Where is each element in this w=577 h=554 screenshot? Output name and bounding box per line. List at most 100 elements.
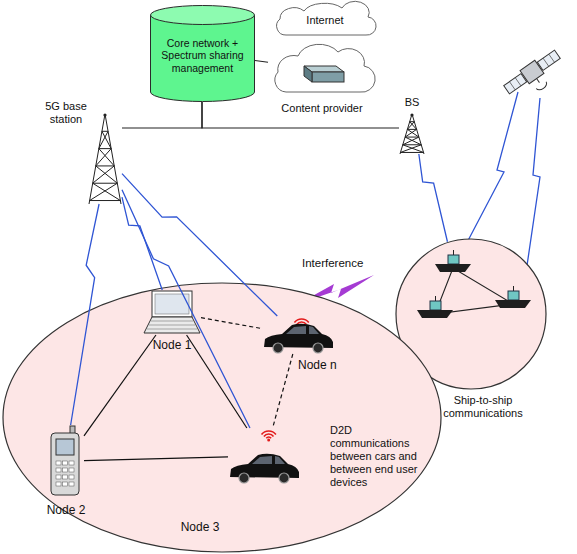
satellite-link <box>462 92 518 252</box>
wifi-arc <box>262 431 276 435</box>
car-window <box>286 326 306 334</box>
phone-key <box>69 468 74 472</box>
ship-cabin <box>430 301 441 310</box>
phone-key <box>69 482 74 486</box>
phone-key <box>56 468 61 472</box>
satellite-body <box>520 60 544 83</box>
satellite <box>502 48 569 106</box>
phone-key <box>63 475 68 479</box>
phone-key <box>63 461 68 465</box>
ellipse-outline <box>3 283 441 552</box>
node-label: 5G base station <box>38 100 94 126</box>
ship-cabin <box>508 291 519 300</box>
wireless-link <box>71 204 99 425</box>
cloud-outline <box>275 44 375 92</box>
d2d-ellipse: D2D communications between cars and betw… <box>2 282 442 553</box>
phone-key <box>56 482 61 486</box>
phone-key <box>63 482 68 486</box>
node-label: Internet <box>270 14 380 27</box>
solar-panel <box>504 74 527 94</box>
d2d-link <box>84 457 228 461</box>
solar-panel <box>537 50 560 70</box>
wireless-link <box>122 174 277 316</box>
wireless-link <box>122 190 250 428</box>
network-link <box>255 61 268 63</box>
content-provider-router-outline <box>268 42 376 97</box>
internet-cloud: Internet <box>270 3 380 38</box>
node-label: Node n <box>298 358 348 372</box>
node-label: Content provider <box>258 102 386 115</box>
node-label: Node 1 <box>137 338 207 352</box>
phone-key <box>69 461 74 465</box>
car-wheel <box>273 343 283 353</box>
ship-mast <box>453 250 454 255</box>
node-label: D2D communications between cars and betw… <box>330 424 434 489</box>
d2d-link <box>201 318 262 329</box>
cylinder-body <box>151 15 255 102</box>
wireless-link <box>122 197 162 290</box>
content-provider-router: Content provider <box>268 42 376 97</box>
d2d-link <box>273 354 293 428</box>
node-label: BS <box>394 96 430 109</box>
core-network-cylinder: Core network + Spectrum sharing manageme… <box>150 5 255 102</box>
car-node-outline <box>228 428 302 484</box>
ship-hull <box>417 310 453 318</box>
wifi-arc <box>294 319 308 323</box>
tower-antenna <box>103 113 106 116</box>
node-label: Node 2 <box>36 503 96 517</box>
laptop-keyboard <box>144 317 200 333</box>
car-window <box>275 456 285 464</box>
ship-mast <box>435 296 436 301</box>
phone-key <box>69 475 74 479</box>
car-wheel <box>279 473 289 483</box>
backhaul-link <box>122 102 202 128</box>
laptop-node-outline <box>143 290 201 335</box>
satellite-link <box>524 98 540 286</box>
ship-mast <box>513 286 514 291</box>
phone-key <box>56 461 61 465</box>
d2d-link <box>187 335 247 428</box>
tower-lattice <box>400 114 424 154</box>
ship-cabin <box>448 255 459 264</box>
node-label: Node 3 <box>170 520 230 534</box>
laptop-keys <box>147 321 197 329</box>
router-front <box>312 72 344 82</box>
bs-tower-outline <box>399 112 425 154</box>
router-side <box>304 66 312 82</box>
phone-key <box>63 468 68 472</box>
tower-antenna <box>410 113 413 116</box>
phone-body <box>51 433 79 495</box>
phone-node: Node 2 <box>48 425 84 497</box>
wifi-arc <box>266 437 271 438</box>
bs-tower: BS <box>399 112 425 154</box>
phone-key <box>56 475 61 479</box>
car-wheel <box>313 343 323 353</box>
car-node: Node 3 <box>228 428 302 484</box>
laptop-display <box>155 294 189 314</box>
car-node-outline <box>262 316 334 354</box>
wifi-dot <box>267 439 270 442</box>
node-label: Core network + Spectrum sharing manageme… <box>159 37 246 74</box>
car-window <box>309 326 319 334</box>
car-wheel <box>239 473 249 483</box>
node-label: Ship-to-ship communications <box>431 394 535 420</box>
phone-screen <box>56 439 74 455</box>
annotation-label: Interference <box>302 257 382 271</box>
wireless-link <box>419 154 448 242</box>
car-node: Node n <box>262 316 334 354</box>
tower-lattice <box>89 114 121 204</box>
panel-grid <box>509 54 554 90</box>
d2d-link <box>84 335 156 436</box>
ship-hull <box>435 264 471 272</box>
ship-hull <box>495 300 531 308</box>
cylinder-top <box>151 6 255 25</box>
satellite-dish <box>532 75 549 92</box>
phone-node-outline <box>48 425 84 497</box>
base-station-tower: 5G base station <box>88 112 122 204</box>
backhaul-link <box>202 102 399 128</box>
laptop-screen <box>152 291 192 317</box>
wifi-arc <box>264 434 274 436</box>
laptop-node: Node 1 <box>143 290 201 335</box>
